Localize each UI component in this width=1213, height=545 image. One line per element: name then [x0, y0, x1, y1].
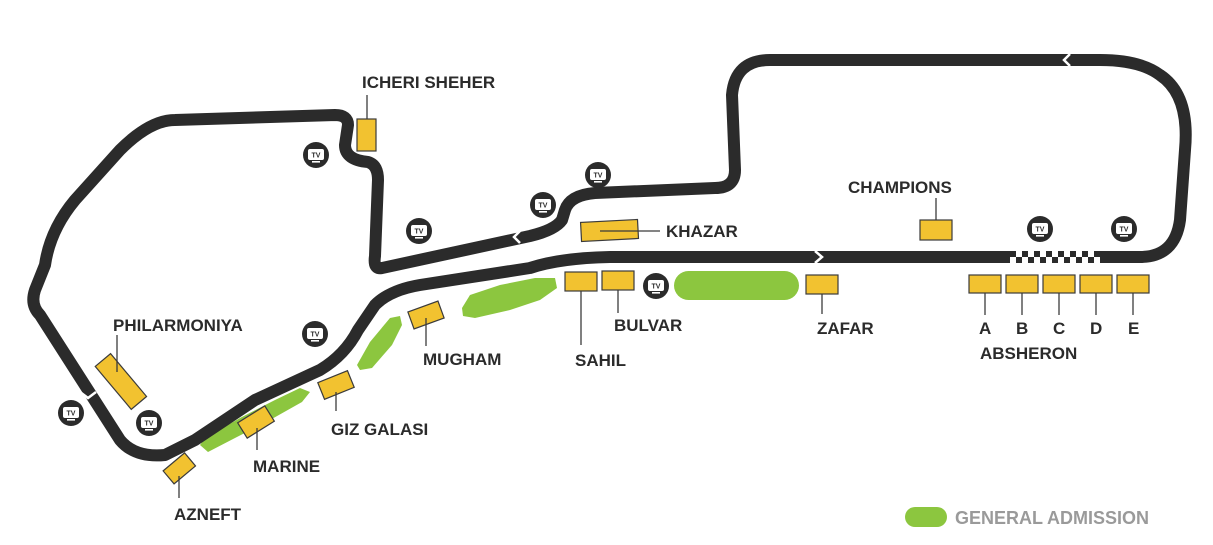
tv-label: TV [311, 332, 320, 339]
tv-camera-icon: TV [58, 400, 84, 426]
stand-champions [919, 219, 953, 241]
tv-camera-icon: TV [303, 142, 329, 168]
label-absheron-d: D [1090, 319, 1102, 338]
tv-label: TV [312, 153, 321, 160]
stand-marine [236, 405, 276, 439]
tv-camera-icon: TV [1027, 216, 1053, 242]
label-absheron-c: C [1053, 319, 1065, 338]
tv-label: TV [539, 203, 548, 210]
tv-camera-icon: TV [406, 218, 432, 244]
label-khazar: KHAZAR [666, 222, 738, 241]
label-azneft: AZNEFT [174, 505, 242, 524]
tv-camera-icon: TV [302, 321, 328, 347]
tv-label: TV [652, 284, 661, 291]
tv-label: TV [67, 411, 76, 418]
race-track [27, 54, 1192, 462]
tv-cameras: TV TV TV TV TV TV TV TV TV TV [58, 142, 1137, 436]
stand-zafar [805, 274, 839, 295]
label-marine: MARINE [253, 457, 320, 476]
label-absheron-a: A [979, 319, 991, 338]
stand-philarmoniya [94, 352, 148, 411]
label-mugham: MUGHAM [423, 350, 501, 369]
stand-icheri-sheher [356, 118, 377, 152]
label-philarmoniya: PHILARMONIYA [113, 316, 243, 335]
ga-area-giz-galasi [357, 316, 402, 370]
label-absheron-b: B [1016, 319, 1028, 338]
stand-absheron-a [968, 274, 1002, 294]
tv-camera-icon: TV [530, 192, 556, 218]
stand-absheron-e [1116, 274, 1150, 294]
legend-general-admission-swatch [905, 507, 947, 527]
stand-giz-galasi [317, 369, 355, 401]
stand-azneft [162, 452, 197, 485]
legend-general-admission-label: GENERAL ADMISSION [955, 508, 1149, 528]
direction-chevron-icon [1062, 53, 1071, 67]
label-sahil: SAHIL [575, 351, 626, 370]
label-zafar: ZAFAR [817, 319, 874, 338]
tv-label: TV [1036, 227, 1045, 234]
label-bulvar: BULVAR [614, 316, 682, 335]
ga-area-mugham [462, 278, 557, 318]
tv-label: TV [415, 229, 424, 236]
label-icheri-sheher: ICHERI SHEHER [362, 73, 495, 92]
tv-label: TV [594, 173, 603, 180]
ga-area-bulvar [674, 271, 799, 300]
tv-camera-icon: TV [585, 162, 611, 188]
stand-absheron-c [1042, 274, 1076, 294]
direction-chevron-icon [79, 391, 97, 400]
label-absheron: ABSHERON [980, 344, 1077, 363]
checkered-start-finish-line [1010, 251, 1100, 263]
direction-chevron-icon [512, 230, 521, 244]
tv-camera-icon: TV [136, 410, 162, 436]
tv-camera-icon: TV [643, 273, 669, 299]
stand-bulvar [601, 270, 635, 291]
direction-chevron-icon [814, 250, 824, 264]
tv-label: TV [1120, 227, 1129, 234]
stand-absheron-d [1079, 274, 1113, 294]
label-absheron-e: E [1128, 319, 1139, 338]
grandstands: ICHERI SHEHER KHAZAR CHAMPIONS PHILARMON… [94, 73, 1150, 524]
tv-camera-icon: TV [1111, 216, 1137, 242]
label-champions: CHAMPIONS [848, 178, 952, 197]
direction-chevrons [79, 53, 1071, 400]
stand-sahil [564, 271, 598, 292]
tv-label: TV [145, 421, 154, 428]
label-giz-galasi: GIZ GALASI [331, 420, 428, 439]
stand-absheron-b [1005, 274, 1039, 294]
stand-mugham [407, 300, 445, 330]
legend: GENERAL ADMISSION [905, 507, 1149, 528]
